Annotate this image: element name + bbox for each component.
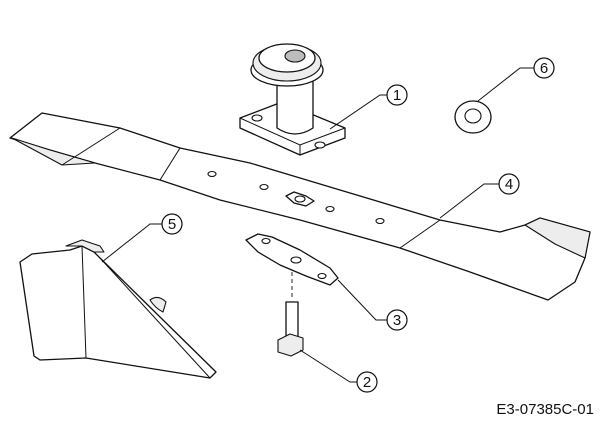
callout-3-label: 3 [393,312,401,329]
figure-code: E3-07385C-01 [496,401,594,418]
callout-6-label: 6 [540,60,548,77]
bolt [277,272,304,357]
mower-blade [9,112,591,301]
callout-5: 5 [101,213,183,263]
washer [454,100,492,134]
callout-3: 3 [337,279,408,331]
blade-adapter-plate [245,233,339,286]
callout-2: 2 [299,349,378,393]
pulley [239,43,346,156]
callout-1: 1 [329,84,408,130]
callout-5-label: 5 [168,216,176,233]
callout-2-label: 2 [363,374,371,391]
callout-4: 4 [439,173,520,219]
callout-4-label: 4 [505,176,513,193]
deflector [19,239,217,379]
callout-1-label: 1 [393,87,401,104]
callout-6: 6 [477,57,555,102]
